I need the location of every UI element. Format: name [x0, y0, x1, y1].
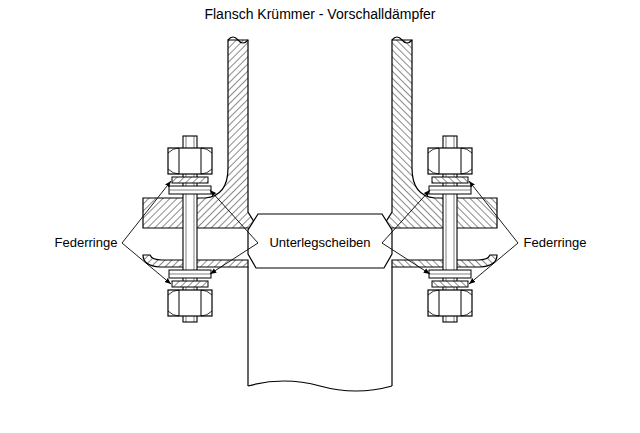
spring-ring-label: Federringe [53, 235, 120, 251]
break-line [248, 381, 392, 391]
right-bolt-flange [382, 40, 497, 322]
break-line [392, 37, 412, 43]
break-line [228, 37, 248, 43]
seal-ring [248, 214, 392, 268]
pipe-wall [247, 267, 248, 386]
left-bolt-flange [143, 40, 258, 322]
pipe-wall [391, 267, 392, 386]
leader-lines [122, 181, 518, 284]
diagram-title: Flansch Krümmer - Vorschalldämpfer [202, 6, 437, 23]
spring-ring-label: Federringe [522, 235, 589, 251]
washer-label: Unterlegscheiben [267, 235, 372, 251]
